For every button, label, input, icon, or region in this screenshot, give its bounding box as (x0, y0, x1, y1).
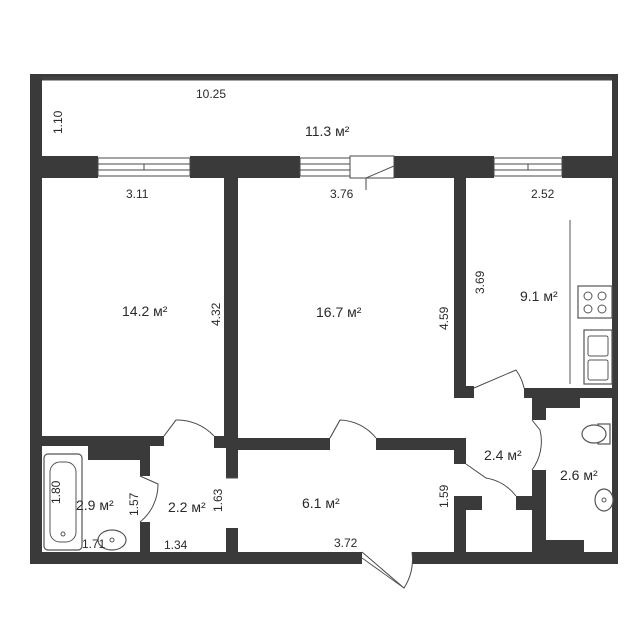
dim-balcony-length: 10.25 (196, 87, 226, 101)
door-room1 (163, 419, 215, 437)
bath-hall-partition (140, 446, 150, 476)
bath-hall-partition-lower (140, 522, 150, 556)
door-entrance (361, 551, 413, 589)
kitchen-sink-icon (583, 329, 613, 385)
corridor-right-partition (454, 450, 466, 464)
door-hall-right (465, 463, 517, 497)
window-kitchen (493, 157, 563, 177)
bathtub-icon (43, 453, 83, 551)
toilet-icon (581, 423, 611, 445)
dim-kitchen-length: 3.69 (473, 270, 487, 294)
partition-room2-bottom-a (238, 438, 330, 450)
kitchen-bottom-wall-b (524, 388, 612, 398)
bathroom-area: 2.9 м² (76, 497, 114, 513)
exterior-right-wall (612, 156, 618, 564)
hall-right-left-wall (454, 496, 466, 554)
dim-bathroom-width: 1.71 (82, 537, 106, 551)
door-toilet (531, 419, 542, 471)
dim-balcony-width: 1.10 (51, 110, 65, 134)
toilet-top-wall (532, 396, 580, 408)
dim-bathroom-length: 1.80 (49, 480, 63, 504)
door-kitchen (473, 369, 525, 389)
dim-room2-length: 4.59 (437, 306, 451, 330)
stove-icon (577, 285, 613, 319)
dim-corridor-side: 1.59 (437, 484, 451, 508)
partition-room1-bottom-a (30, 436, 164, 446)
exterior-left-wall (30, 156, 42, 564)
hall-corridor-partition-lower (226, 528, 238, 554)
hall-right-area: 2.4 м² (484, 447, 522, 463)
corridor-area: 6.1 м² (302, 495, 340, 511)
exterior-top-wall-d (562, 156, 618, 178)
partition-room2-bottom-b (376, 438, 466, 450)
exterior-top-wall-a (30, 156, 98, 178)
balcony-top-wall (30, 74, 618, 80)
dim-kitchen-width: 2.52 (531, 187, 555, 201)
balcony-right-wall (612, 74, 618, 160)
partition-room1-bottom-b (214, 436, 238, 448)
partition-room1-room2 (224, 178, 238, 440)
dim-room1-width: 3.11 (126, 187, 149, 201)
dim-hall-small-side: 1.63 (211, 488, 225, 512)
exterior-top-wall-c (394, 156, 494, 178)
exterior-bottom-wall-b (412, 552, 618, 564)
bath-top-wall (88, 446, 150, 460)
window-room1 (97, 157, 191, 177)
hall-right-bottom-wall (466, 496, 482, 510)
window-balcony (42, 77, 612, 81)
dim-corridor-width: 3.72 (334, 536, 358, 550)
window-room2 (299, 157, 351, 177)
walls (30, 74, 618, 564)
dim-hall-small-width: 1.34 (164, 538, 188, 552)
partition-room2-kitchen (454, 178, 466, 388)
toilet-basin-icon (594, 488, 614, 512)
room2-area: 16.7 м² (316, 304, 362, 320)
kitchen-area: 9.1 м² (520, 288, 558, 304)
washbasin-icon (97, 529, 127, 551)
toilet-bottom-wall (546, 540, 584, 554)
hall-small-area: 2.2 м² (168, 499, 206, 515)
kitchen-bottom-wall (454, 386, 474, 398)
balcony-area: 11.3 м² (305, 123, 350, 139)
toilet-area: 2.6 м² (560, 467, 598, 483)
hall-right-wall-lower (532, 470, 546, 554)
exterior-bottom-wall-a (30, 552, 362, 564)
dim-room1-length: 4.32 (209, 302, 223, 326)
balcony-left-wall (30, 74, 42, 170)
dim-room2-width: 3.76 (330, 187, 354, 201)
hall-right-bottom-wall-b (516, 496, 532, 510)
door-balcony (349, 155, 395, 190)
exterior-top-wall-b (190, 156, 300, 178)
door-room2 (329, 419, 377, 439)
dim-bathroom-side: 1.57 (127, 492, 141, 516)
room1-area: 14.2 м² (122, 303, 168, 319)
door-bathroom (139, 475, 159, 523)
hall-corridor-partition (226, 446, 238, 478)
